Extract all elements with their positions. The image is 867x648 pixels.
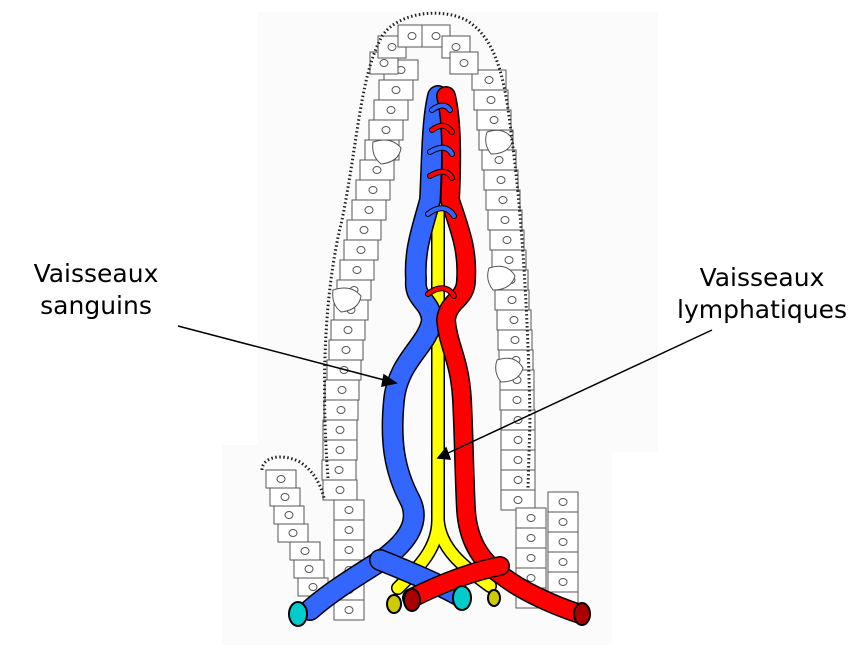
cell-nucleus xyxy=(336,447,344,454)
cell-nucleus xyxy=(373,167,381,174)
cell-nucleus xyxy=(432,33,440,40)
cell-nucleus xyxy=(505,257,513,264)
cell-nucleus xyxy=(305,566,313,573)
cell-nucleus xyxy=(452,44,460,51)
cell-nucleus xyxy=(345,507,353,514)
cell-nucleus xyxy=(342,347,350,354)
blood-vessels-label-line1: Vaisseaux xyxy=(10,258,182,290)
cell-nucleus xyxy=(527,575,535,582)
blood-vessels-label: Vaisseaux sanguins xyxy=(10,258,182,322)
lymph-vessels-label-line1: Vaisseaux xyxy=(662,262,862,294)
cell-nucleus xyxy=(365,207,373,214)
vein-end-cap xyxy=(453,586,471,610)
cell-nucleus xyxy=(289,530,297,537)
cell-nucleus xyxy=(527,555,535,562)
cell-nucleus xyxy=(527,515,535,522)
cell-nucleus xyxy=(499,197,507,204)
cell-nucleus xyxy=(357,247,365,254)
cell-nucleus xyxy=(353,267,361,274)
cell-nucleus xyxy=(336,427,344,434)
cell-nucleus xyxy=(337,407,345,414)
lymph-end-cap xyxy=(387,595,401,613)
cell-nucleus xyxy=(345,547,353,554)
cell-nucleus xyxy=(392,87,400,94)
cell-nucleus xyxy=(514,457,522,464)
cell-nucleus xyxy=(514,497,522,504)
cell-nucleus xyxy=(408,33,416,40)
artery-end-cap xyxy=(574,603,590,625)
cell-nucleus xyxy=(388,44,396,51)
cell-nucleus xyxy=(495,157,503,164)
cell-nucleus xyxy=(487,97,495,104)
cell-nucleus xyxy=(511,337,519,344)
cell-nucleus xyxy=(510,317,518,324)
lymph-vessels-label: Vaisseaux lymphatiques xyxy=(662,262,862,326)
cell-nucleus xyxy=(508,297,516,304)
cell-nucleus xyxy=(501,217,509,224)
lymph-vessels-label-line2: lymphatiques xyxy=(662,294,862,326)
cell-nucleus xyxy=(382,127,390,134)
cell-nucleus xyxy=(345,527,353,534)
cell-nucleus xyxy=(309,584,317,591)
cell-nucleus xyxy=(335,467,343,474)
cell-nucleus xyxy=(514,437,522,444)
cell-nucleus xyxy=(281,494,289,501)
cell-nucleus xyxy=(559,539,567,546)
vein-end-cap xyxy=(289,602,307,626)
cell-nucleus xyxy=(345,607,353,614)
cell-nucleus xyxy=(369,187,377,194)
cell-nucleus xyxy=(380,60,388,67)
cell-nucleus xyxy=(338,387,346,394)
cell-nucleus xyxy=(285,512,293,519)
lymph-end-cap xyxy=(488,590,500,606)
artery-end-cap xyxy=(404,589,420,611)
cell-nucleus xyxy=(485,77,493,84)
cell-nucleus xyxy=(360,227,368,234)
cell-nucleus xyxy=(460,60,468,67)
blood-vessels-label-line2: sanguins xyxy=(10,290,182,322)
cell-nucleus xyxy=(497,177,505,184)
cell-nucleus xyxy=(490,117,498,124)
cell-nucleus xyxy=(336,487,344,494)
cell-nucleus xyxy=(277,476,285,483)
cell-nucleus xyxy=(559,519,567,526)
cell-nucleus xyxy=(301,548,309,555)
cell-nucleus xyxy=(514,477,522,484)
cell-nucleus xyxy=(387,107,395,114)
cell-nucleus xyxy=(527,535,535,542)
cell-nucleus xyxy=(559,559,567,566)
cell-nucleus xyxy=(559,499,567,506)
cell-nucleus xyxy=(513,397,521,404)
cell-nucleus xyxy=(344,327,352,334)
cell-nucleus xyxy=(559,579,567,586)
cell-nucleus xyxy=(503,237,511,244)
